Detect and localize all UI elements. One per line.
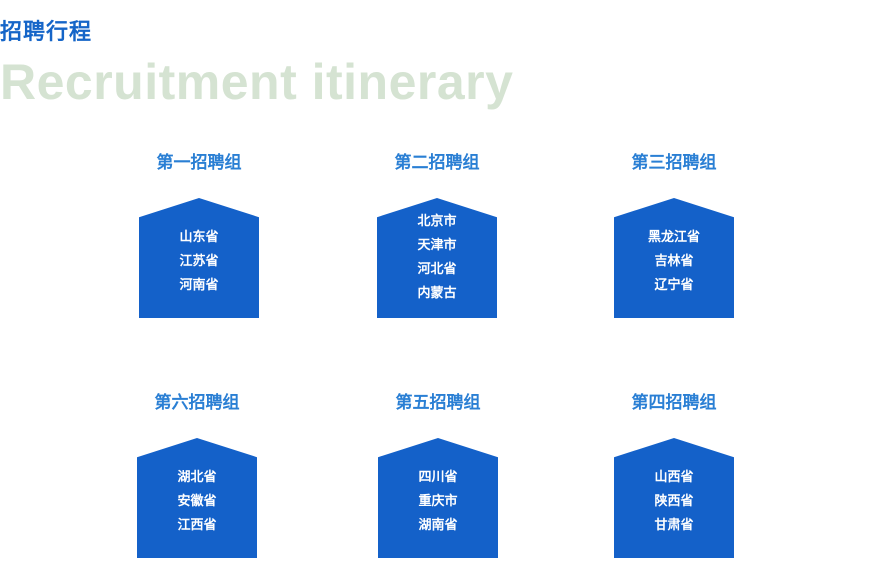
group-title: 第三招聘组 (631, 153, 717, 173)
group-title: 第四招聘组 (631, 393, 717, 413)
province-label: 内蒙古 (417, 286, 457, 301)
province-label: 河北省 (417, 262, 457, 277)
province-label: 山西省 (654, 470, 694, 485)
province-label: 重庆市 (418, 494, 458, 509)
group-title: 第六招聘组 (154, 393, 240, 413)
province-label: 陕西省 (654, 494, 694, 509)
province-label: 辽宁省 (654, 278, 694, 293)
province-label: 吉林省 (654, 254, 694, 269)
house-card: 山东省 江苏省 河南省 (139, 198, 259, 318)
house-card: 北京市 天津市 河北省 内蒙古 (377, 198, 497, 318)
group-title: 第一招聘组 (156, 153, 242, 173)
province-label: 安徽省 (177, 494, 217, 509)
province-label: 江苏省 (179, 254, 219, 269)
province-label: 湖南省 (418, 518, 458, 533)
group-title: 第五招聘组 (395, 393, 481, 413)
province-label: 四川省 (418, 470, 458, 485)
province-label: 江西省 (177, 518, 217, 533)
house-card: 四川省 重庆市 湖南省 (378, 438, 498, 558)
page-title-en: Recruitment itinerary (0, 54, 514, 110)
province-label: 河南省 (179, 278, 219, 293)
province-label: 湖北省 (177, 470, 217, 485)
province-label: 天津市 (417, 238, 457, 253)
page-title-cn: 招聘行程 (0, 20, 93, 45)
house-card: 山西省 陕西省 甘肃省 (614, 438, 734, 558)
house-card: 黑龙江省 吉林省 辽宁省 (614, 198, 734, 318)
house-card: 湖北省 安徽省 江西省 (137, 438, 257, 558)
group-title: 第二招聘组 (394, 153, 480, 173)
province-label: 北京市 (417, 214, 457, 229)
province-label: 甘肃省 (654, 518, 694, 533)
province-label: 黑龙江省 (647, 230, 700, 245)
province-label: 山东省 (179, 230, 219, 245)
